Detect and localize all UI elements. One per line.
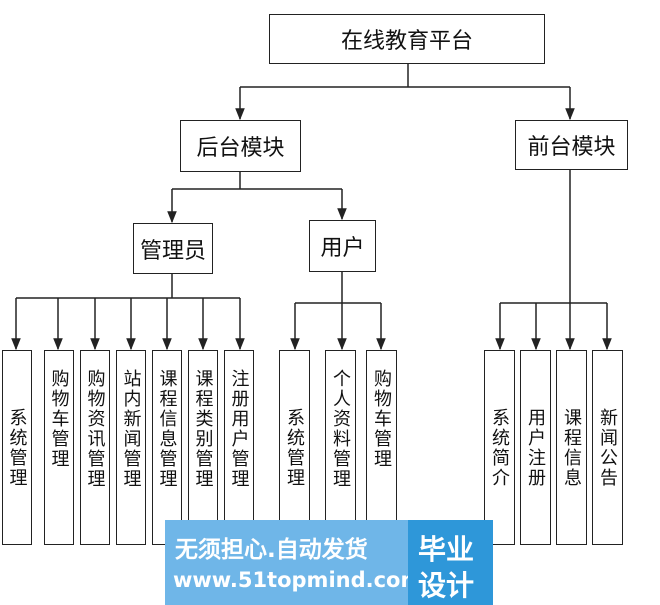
backend-module-node: 后台模块 xyxy=(180,120,301,172)
admin-item-shopping-news-management: 购物资讯管理 xyxy=(80,350,110,545)
watermark-banner: 无须担心.自动发货 www.51topmind.com 毕业 设计 xyxy=(165,520,493,605)
root-node: 在线教育平台 xyxy=(269,14,545,64)
watermark-badge: 毕业 设计 xyxy=(408,520,493,605)
watermark-slogan: 无须担心.自动发货 xyxy=(175,537,368,563)
admin-node: 管理员 xyxy=(133,223,213,274)
admin-item-site-news-management: 站内新闻管理 xyxy=(116,350,146,545)
watermark-badge-line2: 设计 xyxy=(418,569,475,602)
admin-item-system-management: 系统管理 xyxy=(2,350,32,545)
admin-item-course-category-management: 课程类别管理 xyxy=(188,350,218,545)
user-item-system-management: 系统管理 xyxy=(279,350,310,545)
admin-item-course-info-management: 课程信息管理 xyxy=(152,350,182,545)
frontend-module-node: 前台模块 xyxy=(515,120,628,170)
user-node: 用户 xyxy=(309,220,376,272)
front-item-system-intro: 系统简介 xyxy=(484,350,515,545)
watermark-badge-line1: 毕业 xyxy=(418,533,475,566)
admin-item-cart-management: 购物车管理 xyxy=(44,350,74,545)
admin-item-registered-user-management: 注册用户管理 xyxy=(224,350,254,545)
front-item-course-info: 课程信息 xyxy=(556,350,587,545)
front-item-news-announcement: 新闻公告 xyxy=(592,350,623,545)
front-item-user-register: 用户注册 xyxy=(520,350,551,545)
user-item-profile-management: 个人资料管理 xyxy=(325,350,356,545)
watermark-url: www.51topmind.com xyxy=(173,568,423,592)
user-item-cart-management: 购物车管理 xyxy=(366,350,397,545)
watermark-text-panel: 无须担心.自动发货 www.51topmind.com xyxy=(165,520,422,605)
